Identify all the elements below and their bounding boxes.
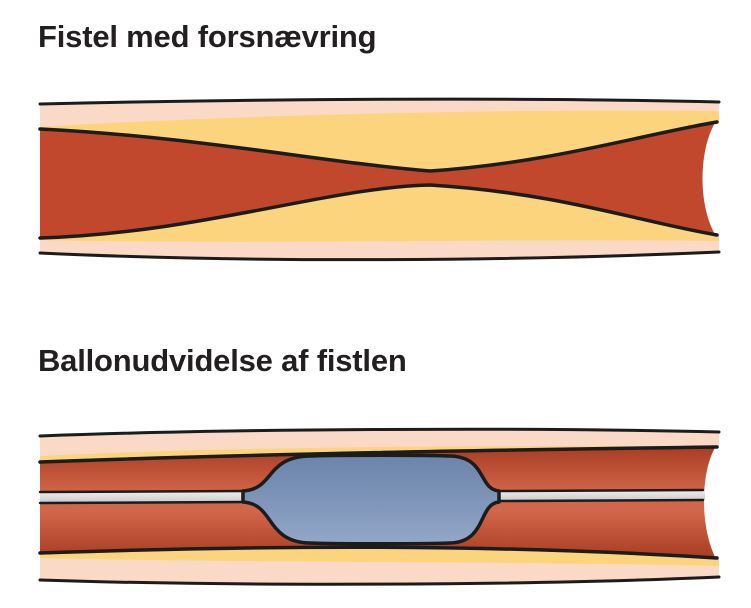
catheter-outline-right-top bbox=[497, 488, 705, 493]
catheter-outline-left-bottom bbox=[38, 500, 247, 505]
figure-stenosis-illustration bbox=[38, 97, 751, 262]
catheter-shaft-left bbox=[40, 491, 243, 503]
vessel-cut-edge bbox=[702, 121, 751, 236]
vessel-wall-outline-bottom bbox=[38, 250, 721, 262]
figure-title-angioplasty: Ballonudvidelse af fistlen bbox=[38, 343, 407, 378]
catheter-outline-right-bottom bbox=[497, 498, 705, 503]
narrowed-lumen-fill bbox=[40, 122, 719, 238]
lumen-outline-top bbox=[38, 120, 719, 173]
vessel-wall-outline-top bbox=[38, 97, 721, 106]
vessel-wall-outline-top bbox=[38, 427, 721, 438]
angioplasty-balloon bbox=[241, 453, 501, 546]
catheter-outline-left-top bbox=[38, 489, 247, 494]
figure-angioplasty-illustration bbox=[38, 427, 751, 586]
figure-title-stenosis: Fistel med forsnævring bbox=[38, 19, 377, 54]
vessel-wall-outline-bottom bbox=[38, 575, 721, 586]
lumen-outline-top bbox=[38, 445, 719, 464]
lumen-outline-bottom bbox=[38, 183, 719, 240]
catheter-shaft-right bbox=[499, 490, 705, 501]
lumen-outline-bottom bbox=[38, 545, 719, 560]
vessel-cut-edge bbox=[704, 446, 751, 559]
